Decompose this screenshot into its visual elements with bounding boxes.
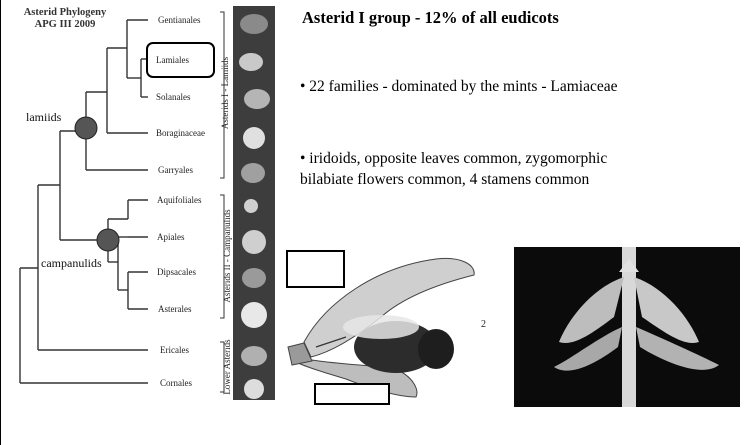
bullet-characters: • iridoids, opposite leaves common, zygo… [300, 148, 660, 190]
label-box-upper [286, 250, 345, 288]
thumb-ericales-flower [241, 346, 267, 366]
bee-flower-illustration: 2 [286, 247, 506, 405]
taxon-boraginaceae: Boraginaceae [156, 128, 205, 138]
taxon-gentianales: Gentianales [158, 15, 201, 25]
campanulids-node [97, 229, 119, 251]
taxon-asterales: Asterales [158, 304, 192, 314]
sage-flower-photo [514, 247, 740, 407]
label-box-lower [314, 383, 390, 405]
bee-abdomen [418, 329, 454, 369]
slide-heading: Asterid I group - 12% of all eudicots [302, 8, 559, 28]
thumb-cornales-flower [244, 379, 264, 399]
bullet-families: • 22 families - dominated by the mints -… [300, 76, 680, 97]
taxon-ericales: Ericales [160, 345, 189, 355]
thumb-garryales-flower [241, 163, 265, 183]
thumb-dipsacales-flower [242, 268, 266, 288]
thumb-gentianales-flower [240, 14, 268, 34]
lamiids-node [75, 117, 97, 139]
taxon-dipsacales: Dipsacales [157, 267, 196, 277]
taxon-lamiales: Lamiales [156, 55, 189, 65]
thumb-boraginaceae-flower [243, 127, 265, 149]
flower-thumbnails [233, 6, 275, 400]
thumb-solanales-flower [244, 89, 270, 109]
taxon-solanales: Solanales [156, 92, 191, 102]
thumb-apiales-flower [242, 230, 266, 254]
group-label-asterids-1: Asterids I - Lamiids [220, 38, 230, 148]
flower-photo-strip [233, 6, 275, 400]
clade-label-lamiids: lamiids [26, 110, 62, 124]
tree-branches [20, 20, 148, 383]
thumb-asterales-flower [241, 302, 267, 328]
taxon-cornales: Cornales [160, 378, 192, 388]
sage-photo-drawing [514, 247, 740, 407]
clade-label-campanulids: campanulids [41, 256, 102, 270]
taxon-garryales: Garryales [158, 165, 193, 175]
taxon-apiales: Apiales [157, 232, 185, 242]
taxon-aquifoliales: Aquifoliales [157, 195, 202, 205]
group-label-asterids-2: Asterids II - Campanulids [222, 196, 232, 316]
group-label-lower: Lower Asterids [222, 332, 232, 402]
bee-wing [343, 315, 419, 339]
figure-number: 2 [481, 319, 486, 330]
thumb-aquifoliales-fruit [244, 199, 258, 213]
thumb-lamiales-flower [239, 53, 263, 71]
